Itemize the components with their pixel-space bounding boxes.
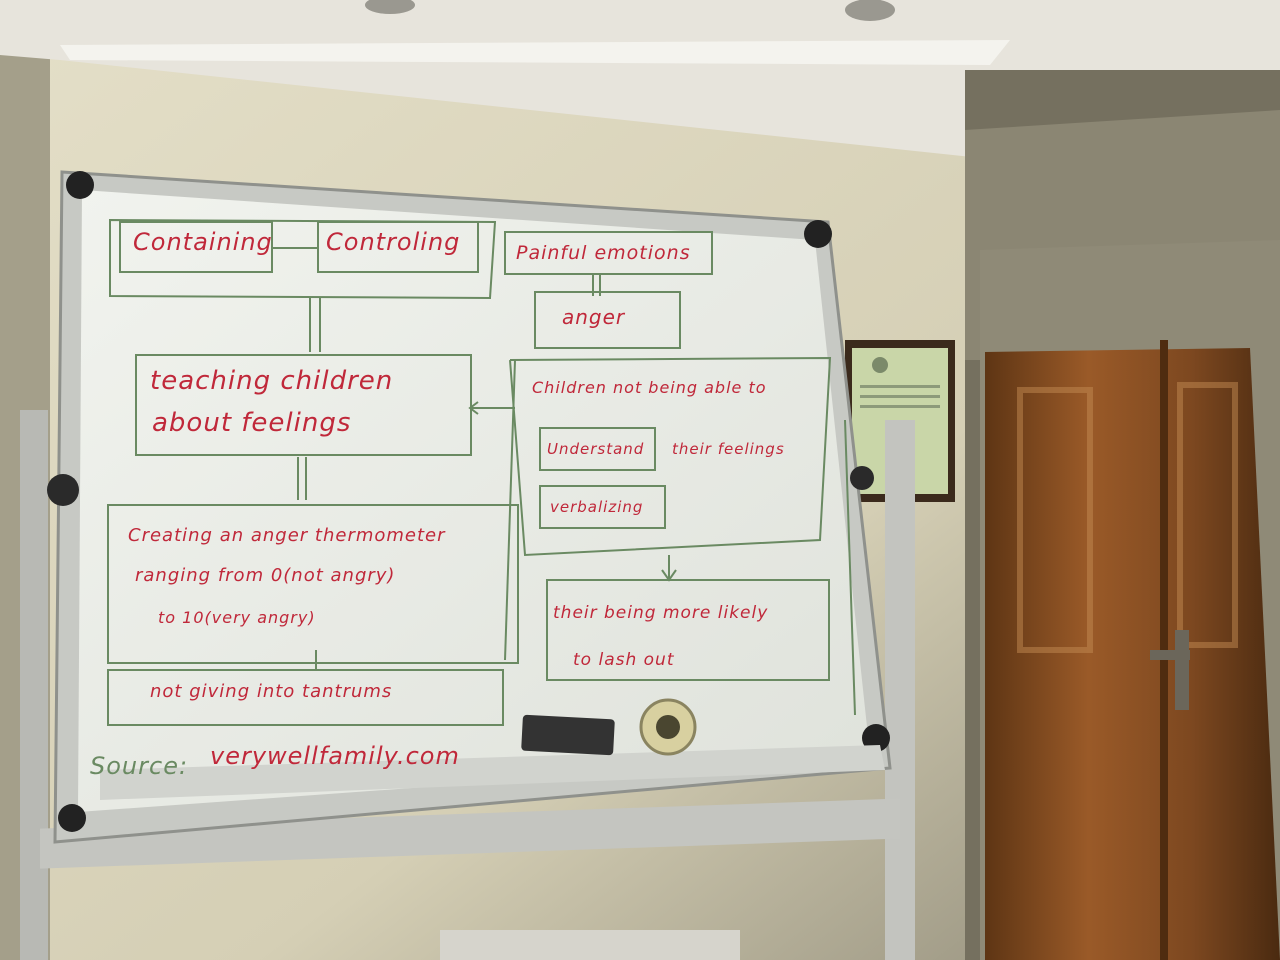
- box-painful-emotions: Painful emotions: [516, 242, 691, 264]
- stand-left: [20, 410, 48, 960]
- box-lash-line1: their being more likely: [553, 603, 769, 623]
- box-lash-line2: to lash out: [573, 650, 675, 670]
- eraser: [521, 714, 615, 756]
- door: [985, 348, 1280, 960]
- box-tantrums: not giving into tantrums: [150, 681, 393, 702]
- box-anger: anger: [562, 305, 626, 329]
- box-children-not-able: Children not being able to: [532, 378, 767, 397]
- box-thermo-line1: Creating an anger thermometer: [128, 525, 446, 546]
- box-containing: Containing: [133, 228, 273, 256]
- source-url: verywellfamily.com: [210, 742, 460, 770]
- source-label: Source:: [90, 752, 189, 780]
- box-thermo-line3: to 10(very angry): [158, 608, 316, 627]
- box-teaching-line1: teaching children: [150, 366, 394, 396]
- box-understand: Understand: [547, 440, 645, 458]
- box-controling: Controling: [326, 228, 461, 256]
- box-verbalizing: verbalizing: [550, 498, 644, 516]
- radiator: [440, 930, 740, 960]
- box-their-feelings: their feelings: [672, 440, 785, 458]
- stand-right: [885, 420, 915, 960]
- box-teaching-line2: about feelings: [152, 408, 352, 438]
- box-thermo-line2: ranging from 0(not angry): [135, 565, 396, 586]
- whiteboard-surface: [78, 190, 870, 812]
